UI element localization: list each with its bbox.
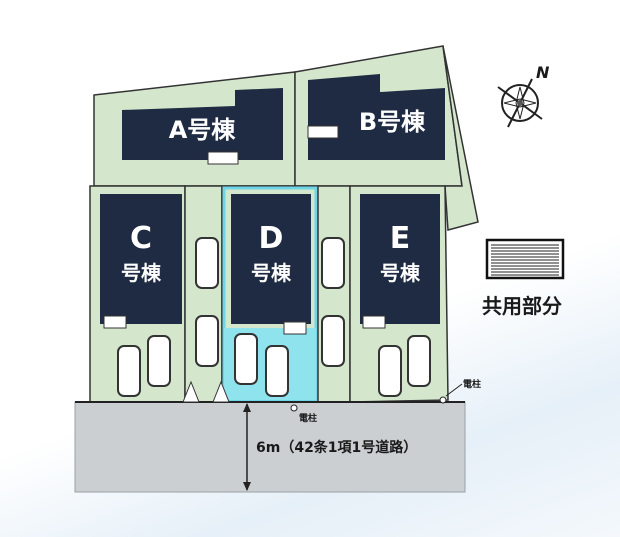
parking-car-icon <box>234 333 258 385</box>
compass-north-label: N <box>536 63 550 82</box>
utility-pole-label: 電柱 <box>463 378 481 390</box>
lot-d-letter: D <box>259 221 284 256</box>
parking-car-icon <box>321 315 345 367</box>
parking-car-icon <box>195 315 219 367</box>
lot-a-label: A号棟 <box>169 116 237 144</box>
road-label: 6m（42条1項1号道路） <box>256 439 417 456</box>
road <box>74 401 466 493</box>
shared-lane-right <box>317 185 351 403</box>
lot-right-strip <box>442 45 479 231</box>
legend-label: 共用部分 <box>482 294 562 318</box>
parking-car-icon <box>147 335 171 387</box>
utility-pole-label: 電柱 <box>299 412 317 424</box>
compass-icon <box>497 78 543 128</box>
building-e <box>360 194 440 324</box>
utility-pole-marker <box>439 396 447 404</box>
building-b <box>308 74 445 160</box>
lot-e-letter: E <box>390 221 411 256</box>
parking-car-icon <box>407 335 431 387</box>
lot-c-letter: C <box>130 221 152 256</box>
utility-pole-marker <box>290 404 298 412</box>
parking-car-icon <box>321 237 345 289</box>
building-a <box>122 88 283 160</box>
parking-car-icon <box>117 345 141 397</box>
parking-car-icon <box>378 345 402 397</box>
building-d <box>231 194 311 324</box>
parking-car-icon <box>265 345 289 397</box>
lot-e-suffix: 号棟 <box>380 261 421 285</box>
lot-b-label: B号棟 <box>359 108 426 136</box>
lot-c-suffix: 号棟 <box>121 261 162 285</box>
shared-lane-left <box>184 185 223 403</box>
lot-d-suffix: 号棟 <box>251 261 292 285</box>
building-c <box>100 194 182 324</box>
parking-car-icon <box>195 237 219 289</box>
